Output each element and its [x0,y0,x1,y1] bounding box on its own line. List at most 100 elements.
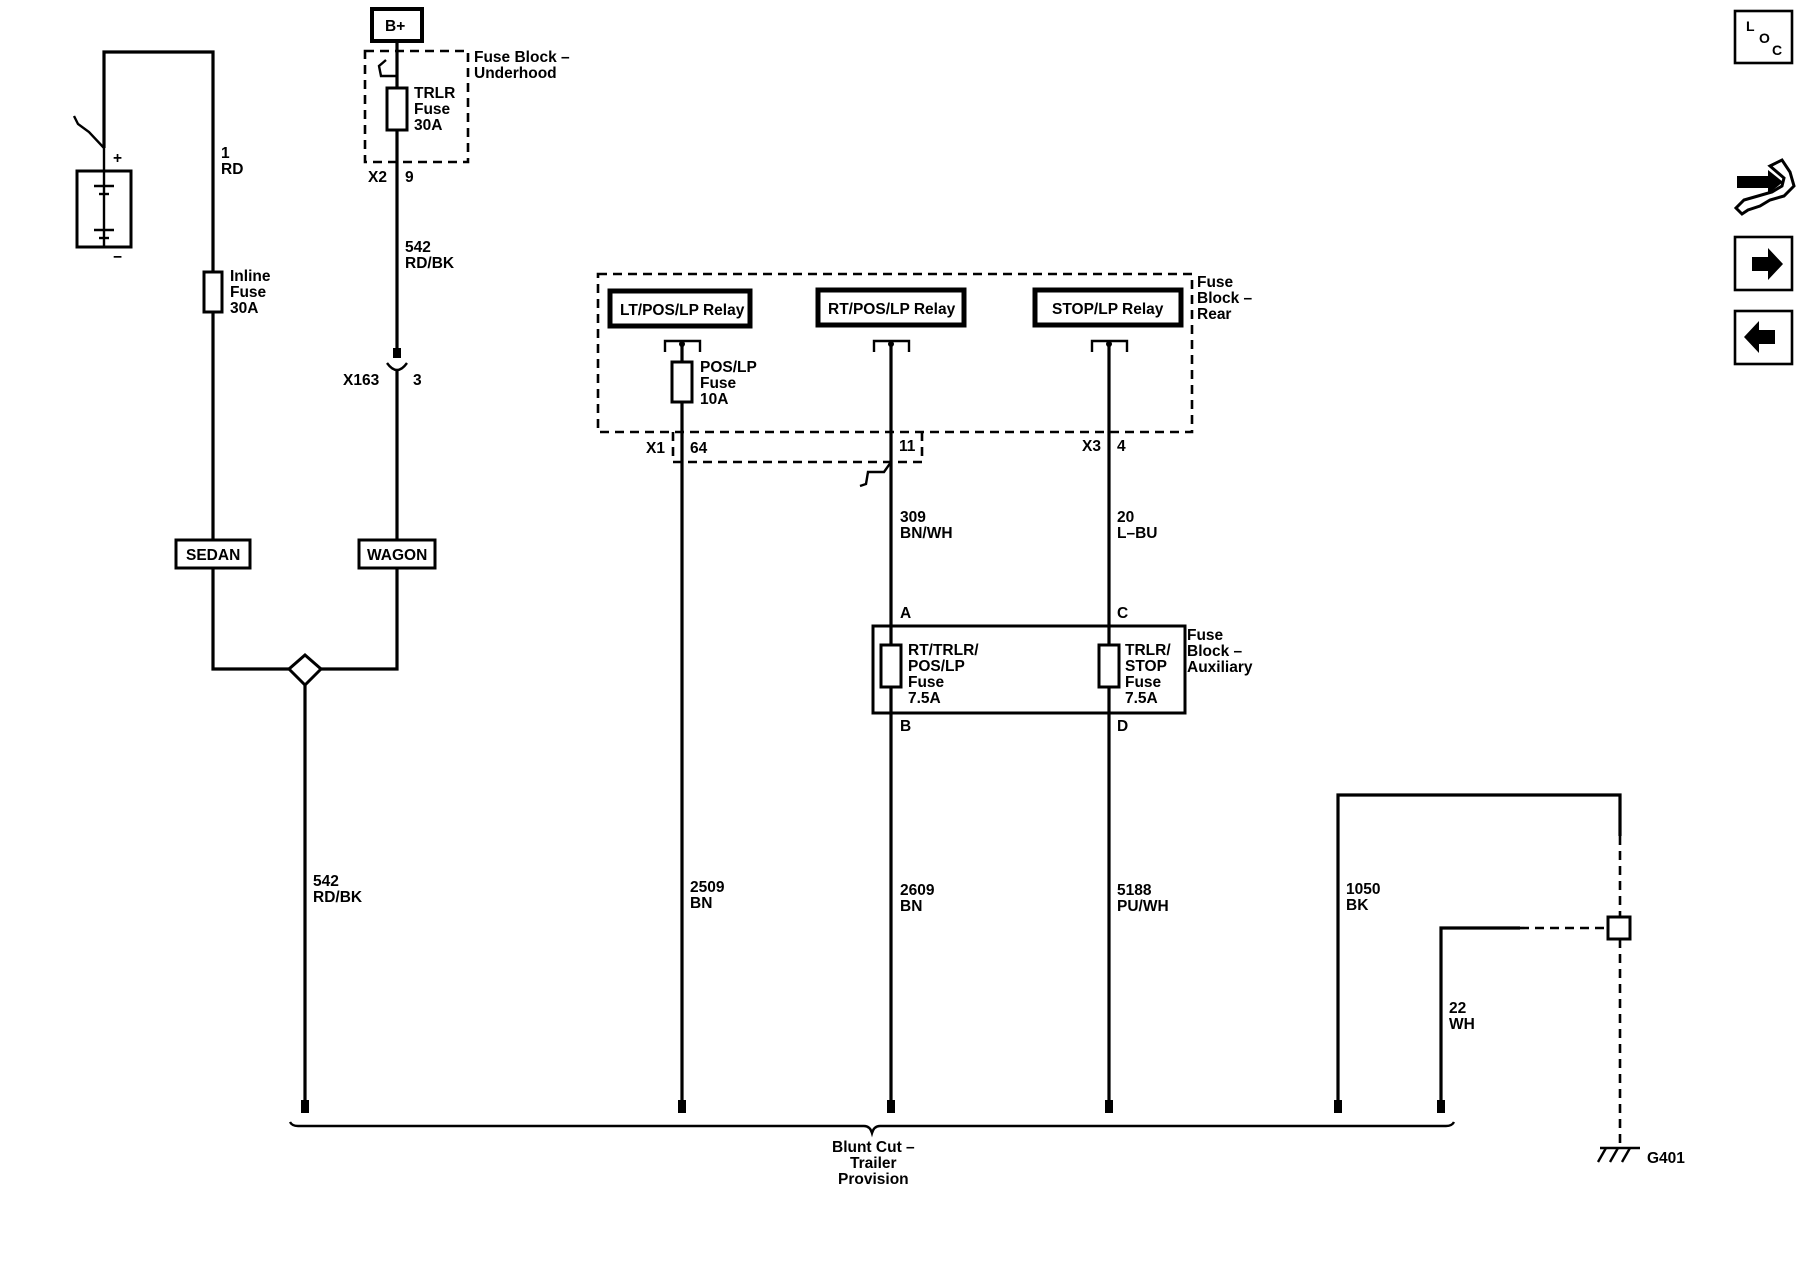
wire-22-color: WH [1449,1016,1475,1033]
wire-309-circuit: 309 [900,509,926,526]
component-wrench-icon[interactable] [1733,158,1796,216]
bplus-label: B+ [385,18,405,35]
wire-20-color: L–BU [1117,525,1157,542]
rt-trlr-fuse-line2: POS/LP [908,658,965,675]
connector-x163-pin: 3 [413,372,422,389]
previous-button[interactable] [1733,309,1794,366]
auxiliary-label-line1: Fuse [1187,627,1224,644]
connector-x3-pin: 4 [1117,438,1126,455]
wire-2509-circuit: 2509 [690,879,725,896]
aux-pin-b: B [900,718,911,735]
battery-branch: + − 1 RD Inline Fuse 30A SEDAN [72,50,289,671]
trlr-stop-fuse-line3: Fuse [1125,674,1162,691]
aux-pin-d: D [1117,718,1128,735]
wire-542-color: RD/BK [313,889,363,906]
trlr-fuse [385,86,409,132]
rear-fuse-block-outline [596,272,1194,434]
wire-542-circuit: 542 [313,873,339,890]
sedan-option-box [174,538,252,570]
ground-label: G401 [1647,1150,1685,1167]
trlr-stop-fuse-line4: 7.5A [1125,690,1158,707]
bplus-box [370,7,424,43]
blunt-cut-line2: Trailer [850,1155,897,1172]
connector-x1-pin: 64 [690,440,708,457]
rt-relay-label: RT/POS/LP Relay [828,301,956,318]
wire-1-circuit: 1 [221,145,230,162]
blunt-cut-terminals: Blunt Cut – Trailer Provision [288,1100,1456,1188]
wire-2609-circuit: 2609 [900,882,935,899]
inline-fuse [202,270,224,314]
sedan-option-label: SEDAN [186,547,240,564]
rear-label-line2: Block – [1197,290,1253,307]
wagon-option-box [357,538,437,570]
connector-x3-label: X3 [1082,438,1101,455]
inline-fuse-line2: Fuse [230,284,267,301]
trlr-fuse-line2: Fuse [414,101,451,118]
rt-trlr-fuse-line4: 7.5A [908,690,941,707]
loc-o: O [1759,30,1770,46]
connector-x1-label: X1 [646,440,665,457]
connector-x2-pin: 9 [405,169,414,186]
wire-1-color: RD [221,161,243,178]
connector-rt-pin: 11 [899,438,916,455]
ground-branch: 1050 BK 22 WH G401 [1336,793,1685,1167]
wire-309-color: BN/WH [900,525,953,542]
trlr-fuse-line1: TRLR [414,85,455,102]
wire-2509-color: BN [690,895,712,912]
aux-pin-c: C [1117,605,1128,622]
blunt-cut-line1: Blunt Cut – [832,1139,915,1156]
x1-connector-outline [671,432,924,464]
rt-trlr-fuse-line3: Fuse [908,674,945,691]
wire-22-circuit: 22 [1449,1000,1466,1017]
rt-pos-lp-relay [815,287,967,328]
auxiliary-fuse-block: A B C D RT/TRLR/ POS/LP Fuse 7.5A TRLR/ … [871,605,1253,735]
splice-542: 542 RD/BK [286,653,363,1103]
wire-5188-color: PU/WH [1117,898,1169,915]
loc-l: L [1746,18,1755,34]
pos-lp-fuse-line2: Fuse [700,375,737,392]
lt-relay-label: LT/POS/LP Relay [620,302,745,319]
wire-20-circuit: 20 [1117,509,1134,526]
wire-1050-color: BK [1346,897,1369,914]
inline-fuse-line1: Inline [230,268,271,285]
rear-label-line1: Fuse [1197,274,1234,291]
stop-lp-relay [1032,287,1184,328]
trlr-stop-fuse-line1: TRLR/ [1125,642,1171,659]
auxiliary-label-line2: Block – [1187,643,1243,660]
rear-label-line3: Rear [1197,306,1231,323]
aux-pin-a: A [900,605,911,622]
rt-trlr-fuse-line1: RT/TRLR/ [908,642,979,659]
wire-542-top-color: RD/BK [405,255,455,272]
wire-2609-color: BN [900,898,922,915]
battery-negative-label: − [113,249,122,266]
lt-pos-lp-relay [607,288,753,329]
pos-lp-fuse-line1: POS/LP [700,359,757,376]
wire-542-top-circuit: 542 [405,239,431,256]
splice-diamond [286,653,324,688]
next-button[interactable] [1733,235,1794,292]
auxiliary-label-line3: Auxiliary [1187,659,1253,676]
loc-icon[interactable] [1733,9,1794,65]
blunt-cut-line3: Provision [838,1171,909,1188]
pos-lp-fuse-line3: 10A [700,391,728,408]
wire-1050-circuit: 1050 [1346,881,1380,898]
connector-x163-label: X163 [343,372,380,389]
stop-relay-label: STOP/LP Relay [1052,301,1164,318]
rt-trlr-fuse [879,643,903,689]
underhood-branch: B+ TRLR Fuse 30A Fuse Block – Underhood … [321,7,570,671]
underhood-label-line2: Underhood [474,65,557,82]
wagon-option-label: WAGON [367,547,427,564]
rear-fuse-block: Fuse Block – Rear LT/POS/LP Relay RT/POS… [596,272,1253,488]
loc-c: C [1772,42,1782,58]
underhood-label-line1: Fuse Block – [474,49,570,66]
battery-positive-label: + [113,150,122,167]
wire-5188-circuit: 5188 [1117,882,1152,899]
circuit-wires: 2509 BN 309 BN/WH 2609 BN 20 L–BU 5188 P… [680,344,1169,1103]
trlr-fuse-line3: 30A [414,117,442,134]
loc-button[interactable]: L O C [1733,9,1794,65]
pos-lp-fuse [670,360,694,404]
trlr-stop-fuse-line2: STOP [1125,658,1167,675]
connector-x2-label: X2 [368,169,387,186]
trlr-stop-fuse [1097,643,1121,689]
